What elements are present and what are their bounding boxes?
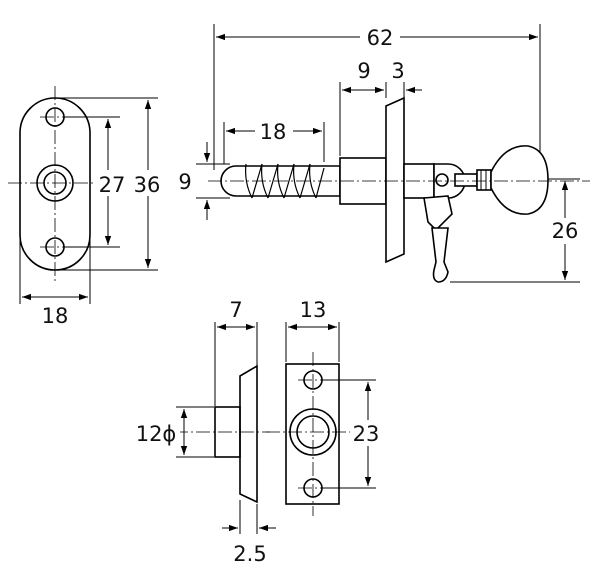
dim-keeper-bore: 12ϕ (136, 422, 177, 446)
dim-keeper-width: 13 (300, 298, 327, 322)
dim-body-height: 26 (552, 219, 579, 243)
handle-elbow (423, 195, 453, 232)
bolt-flange (385, 96, 405, 264)
dim-flange-gap: 9 (357, 59, 370, 83)
dim-plate-width: 18 (42, 304, 69, 328)
bolt-side-view: 62 9 3 18 9 26 (178, 24, 590, 283)
handle-grip (431, 227, 449, 283)
knob-stem (454, 173, 478, 187)
dim-keeper-hole-pitch: 23 (353, 422, 380, 446)
keeper-flange (239, 364, 258, 504)
dim-keeper-flange-thickness: 2.5 (233, 542, 266, 566)
knob-ring (476, 169, 492, 191)
thumb-knob (490, 145, 549, 215)
dim-flange-thickness: 3 (391, 59, 404, 83)
keeper-plate (285, 363, 340, 505)
dim-plate-hole-pitch: 27 (99, 173, 126, 197)
dim-pin-diameter: 9 (178, 170, 191, 194)
keeper-view: 7 13 12ϕ 23 2.5 (130, 298, 386, 566)
mounting-plate-view: 27 36 18 (8, 86, 160, 328)
dim-spring-length: 18 (260, 120, 287, 144)
dim-plate-height: 36 (134, 173, 161, 197)
knuckle-pin (435, 173, 449, 187)
dim-keeper-depth: 7 (229, 298, 242, 322)
dim-overall-length: 62 (367, 26, 394, 50)
